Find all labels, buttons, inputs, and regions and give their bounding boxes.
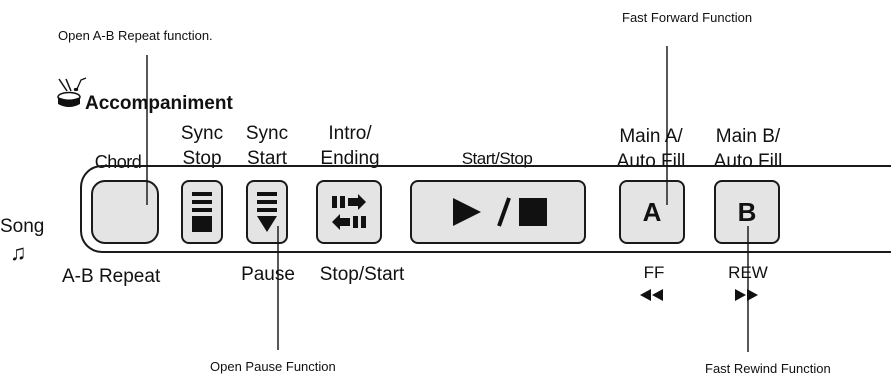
label-ab-repeat: A-B Repeat [62, 266, 161, 287]
main-a-button[interactable]: A [619, 180, 685, 244]
label-ff: FF [643, 263, 665, 282]
label-main-b-line1: Main B/ [715, 126, 781, 147]
label-stop-start: Stop/Start [319, 264, 405, 285]
control-panel-frame [80, 165, 891, 253]
label-sync-stop-line1: Sync [180, 123, 224, 144]
drum-with-note-icon [55, 77, 89, 114]
play-stop-icon [453, 197, 547, 227]
sync-start-icon [257, 192, 277, 232]
main-b-button[interactable]: B [714, 180, 780, 244]
intro-ending-icon [332, 194, 366, 230]
chord-button[interactable] [91, 180, 159, 244]
intro-ending-button[interactable] [316, 180, 382, 244]
callout-open-pause: Open Pause Function [210, 359, 336, 374]
callout-fast-rewind: Fast Rewind Function [705, 361, 831, 376]
sync-start-button[interactable] [246, 180, 288, 244]
start-stop-button[interactable] [410, 180, 586, 244]
label-intro-ending-line1: Intro/ [328, 123, 372, 144]
label-song: Song [0, 216, 45, 237]
label-intro-ending-line2: Ending [320, 148, 380, 169]
callout-ab-repeat: Open A-B Repeat function. [58, 28, 213, 43]
main-a-letter: A [642, 196, 662, 227]
label-sync-start-line2: Start [246, 148, 288, 169]
label-sync-start-line1: Sync [245, 123, 289, 144]
label-start-stop: Start/Stop [461, 149, 533, 168]
label-sync-stop-line2: Stop [182, 148, 222, 169]
section-title: Accompaniment [85, 93, 233, 114]
sync-stop-button[interactable] [181, 180, 223, 244]
sync-stop-icon [192, 192, 212, 232]
main-b-letter: B [737, 196, 757, 227]
label-pause: Pause [241, 264, 295, 285]
double-left-triangle-icon [640, 288, 664, 306]
callout-fast-forward: Fast Forward Function [622, 10, 753, 25]
label-chord: Chord [94, 152, 142, 172]
music-note-icon: ♫ [10, 240, 27, 265]
double-right-triangle-icon [735, 288, 759, 306]
